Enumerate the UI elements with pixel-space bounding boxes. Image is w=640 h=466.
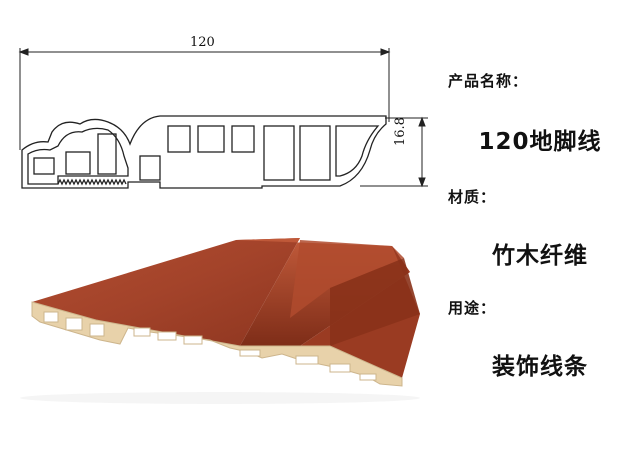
- height-dimension-line: [360, 116, 428, 188]
- height-dimension-label: 16.8: [393, 117, 408, 146]
- spec-label-usage: 用途：: [448, 299, 497, 317]
- spec-value-usage: 装饰线条: [492, 354, 588, 380]
- cross-section-drawing: 120 16.8: [0, 0, 440, 220]
- product-photo: [0, 228, 440, 462]
- spec-label-material: 材质：: [448, 188, 497, 206]
- cross-section-svg: [18, 48, 428, 189]
- width-dimension-line: [18, 48, 391, 150]
- wood-top-surface: [32, 238, 300, 346]
- width-dimension-label: 120: [190, 35, 215, 50]
- product-photo-svg: [20, 238, 420, 404]
- profile-outline: [21, 115, 387, 189]
- spec-value-material: 竹木纤维: [492, 243, 588, 269]
- core-chambers: [43, 311, 377, 381]
- spec-value-product-name: 120地脚线: [478, 129, 602, 155]
- spec-panel: 产品名称： 120地脚线 材质： 竹木纤维 用途： 装饰线条: [440, 0, 640, 462]
- spec-label-product-name: 产品名称：: [448, 72, 529, 90]
